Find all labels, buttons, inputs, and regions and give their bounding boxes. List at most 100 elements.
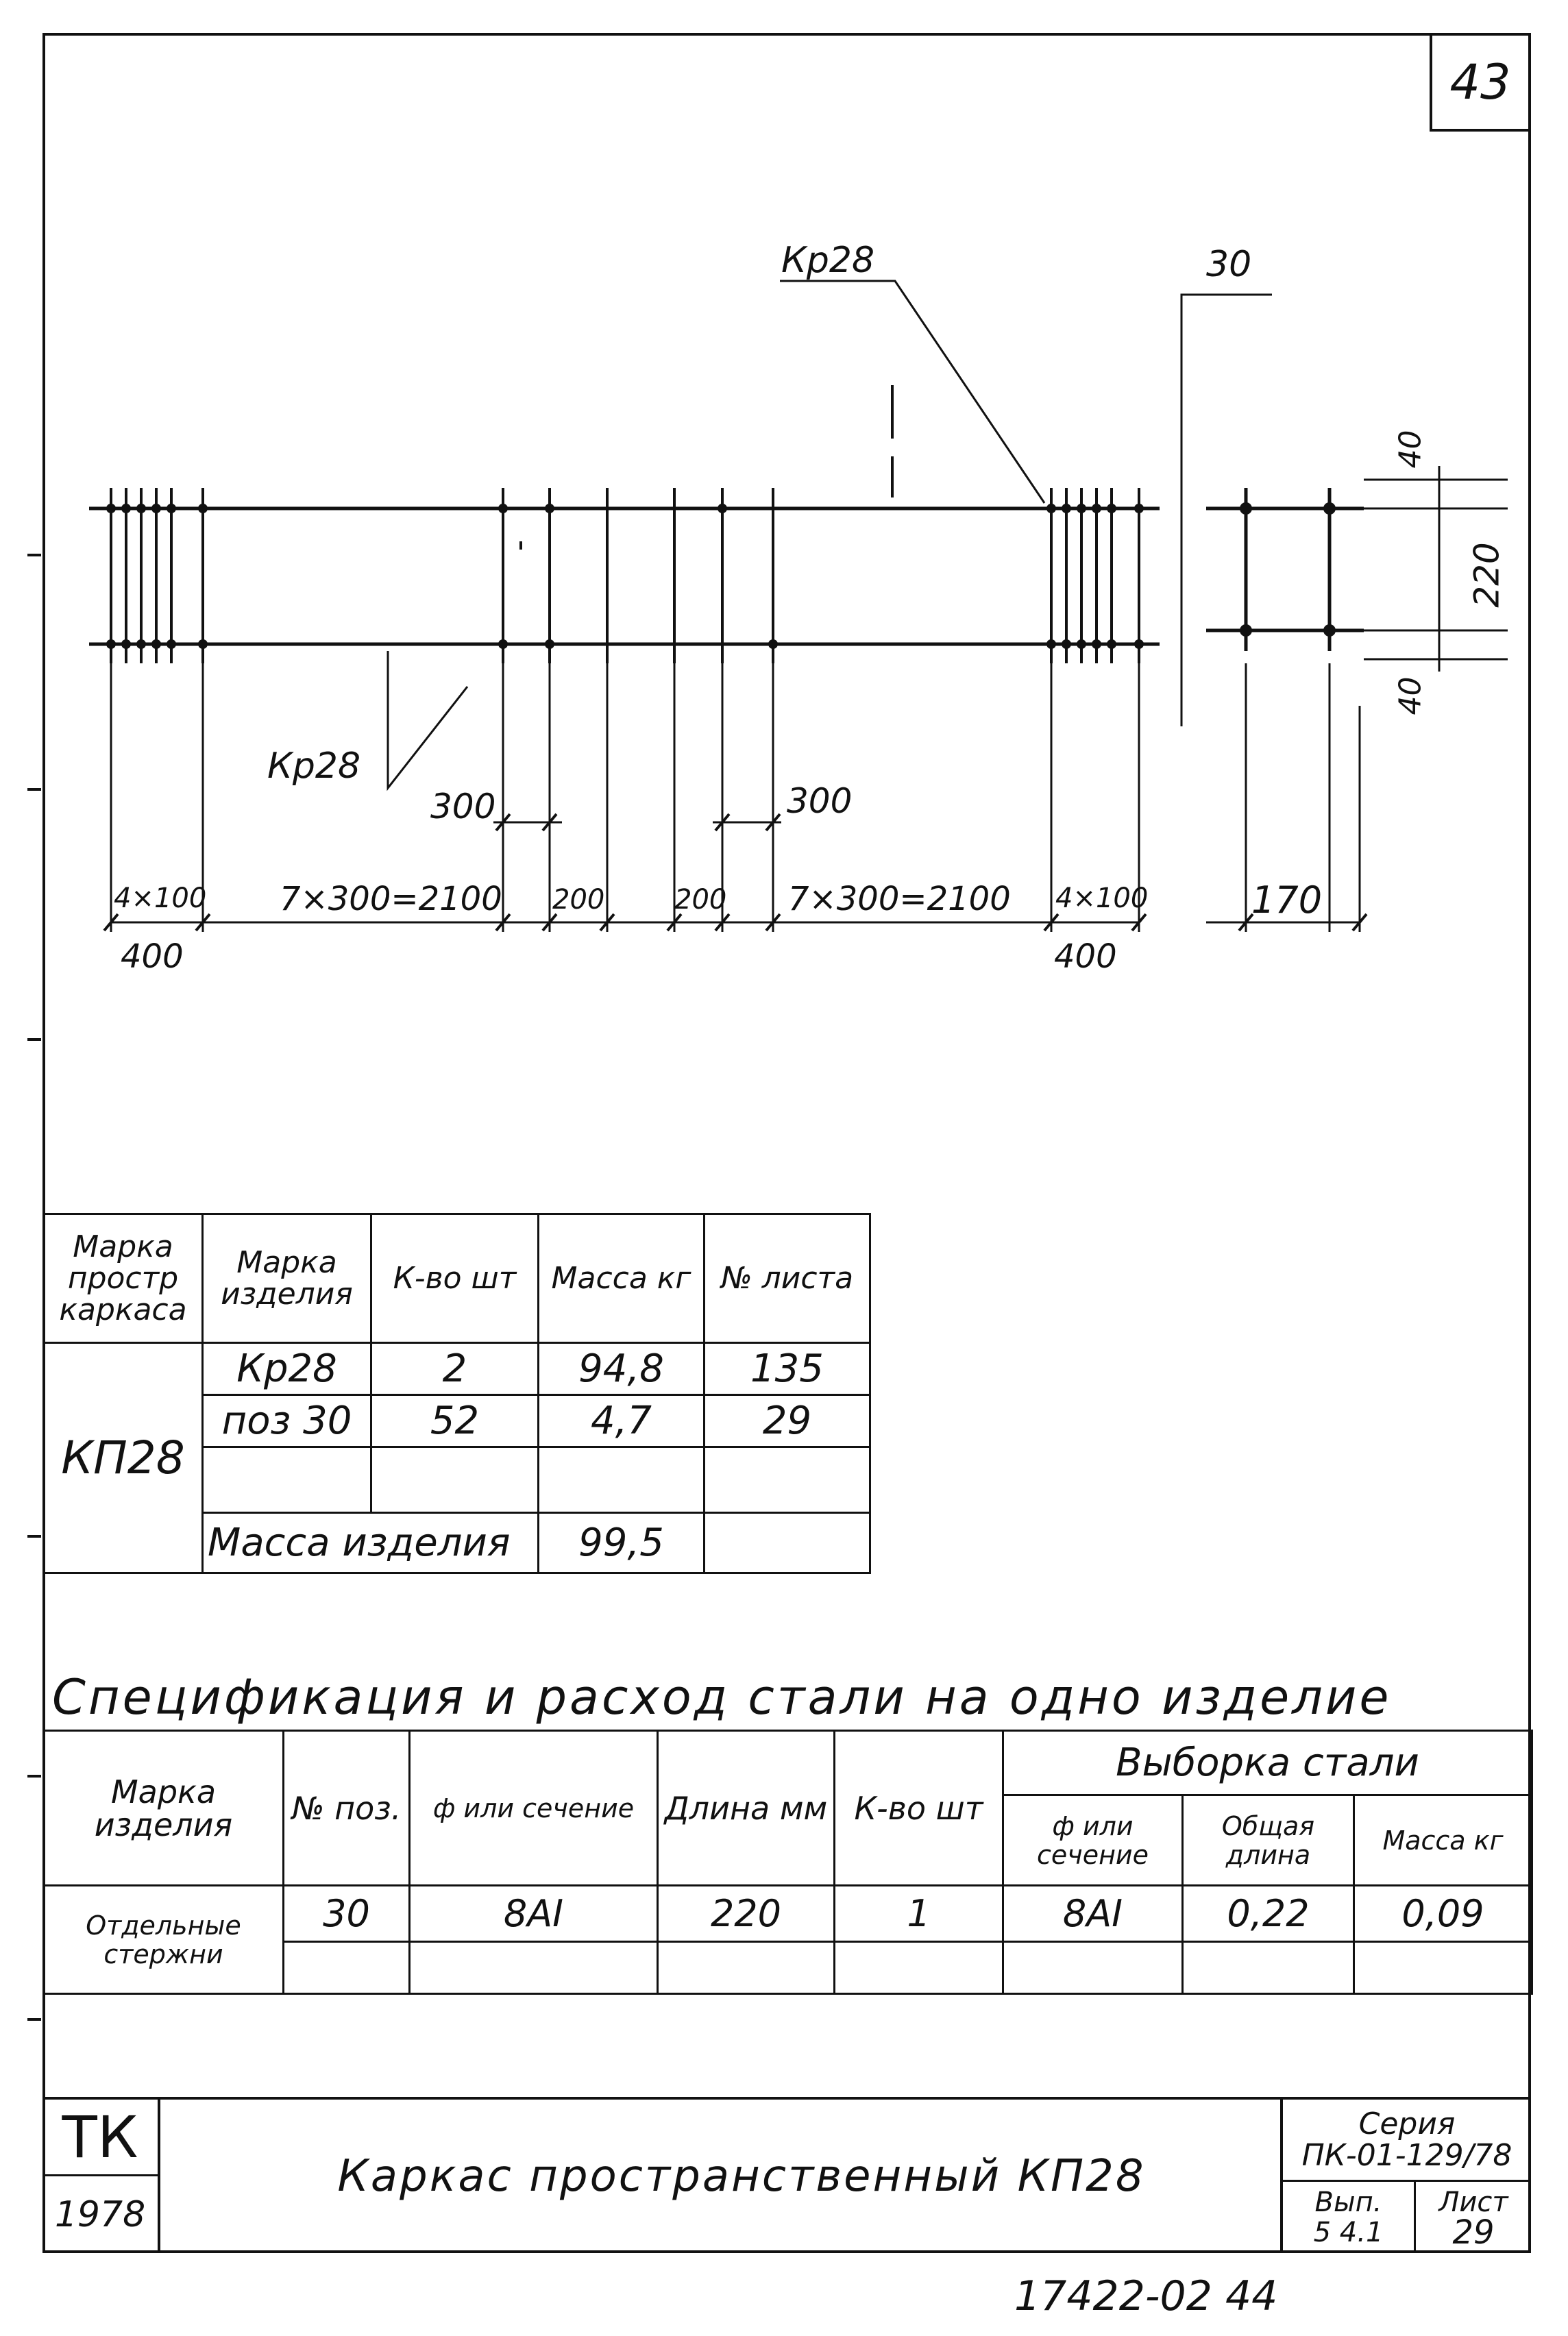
table-cell: 220 (657, 1884, 835, 1943)
table-cell (282, 1941, 411, 1995)
dimension-ticks (103, 813, 1368, 932)
row-label-separate-bars: Отдельные стержни (42, 1884, 284, 1995)
col-item-mark: Марка изделия (201, 1213, 372, 1344)
table-cell: 4,7 (537, 1394, 705, 1448)
cross-section (1206, 488, 1364, 651)
col-frame-mark: Марка простр каркаса (42, 1213, 204, 1344)
series-label: Серия (1358, 2106, 1456, 2141)
col-steel-section: ф или сечение (1002, 1794, 1184, 1886)
org-cell: ТК (42, 2100, 160, 2176)
table-cell: поз 30 (201, 1394, 372, 1448)
col-length: Длина мм (657, 1730, 835, 1886)
series-code: ПК-01-129/78 (1301, 2137, 1512, 2173)
issue-cell: Вып. 5 4.1 (1280, 2182, 1416, 2253)
extension-lines (110, 663, 1361, 932)
spacing-label-left: 300 (430, 787, 496, 826)
sheet-number: 43 (1449, 54, 1511, 110)
col-mass: Масса кг (1352, 1794, 1534, 1886)
table-cell (703, 1446, 871, 1514)
table-cell: 52 (370, 1394, 539, 1448)
table-header-row: Марка простр каркаса Марка изделия К-во … (42, 1213, 871, 1344)
table-cell: 94,8 (537, 1342, 705, 1396)
table-cell: 2 (370, 1342, 539, 1396)
table-cell: 135 (703, 1342, 871, 1396)
dimension-lines (111, 821, 1360, 924)
sheet-frame (42, 33, 1531, 2253)
table-row: поз 30 52 4,7 29 (44, 1394, 871, 1448)
table-cell (1352, 1941, 1534, 1995)
col-mass: Масса кг (537, 1213, 705, 1344)
table-cell (1181, 1941, 1355, 1995)
total-mass-value: 99,5 (537, 1512, 705, 1574)
sheet-cell: Лист 29 (1416, 2182, 1531, 2253)
transverse-bars (110, 488, 1140, 663)
issue-label: Вып. (1314, 2187, 1382, 2218)
col-steel-selection: Выборка стали (1001, 1730, 1534, 1796)
table-cell: 8АI (1002, 1884, 1184, 1943)
dim-section-cover-top: 40 (1393, 430, 1428, 469)
table-total-row: Масса изделия 99,5 (44, 1512, 871, 1574)
dim-7x300-right: 7×300=2100 (788, 880, 1011, 918)
table-cell (408, 1941, 659, 1995)
frame-mark-cell: КП28 (42, 1342, 204, 1574)
section-dimensions (1364, 466, 1508, 672)
spacing-label-right: 300 (787, 781, 853, 821)
specification-table: Марка изделия № поз. ф или сечение Длина… (42, 1730, 1534, 1995)
col-position: № поз. (282, 1730, 411, 1886)
col-quantity: К-во шт (833, 1730, 1004, 1886)
spec-header-row: Марка изделия № поз. ф или сечение Длина… (42, 1730, 1534, 1886)
table-cell: 30 (282, 1884, 411, 1943)
table-row: КП28 Кр28 2 94,8 135 (42, 1342, 871, 1574)
table-cell (657, 1941, 835, 1995)
dim-section-height: 220 (1467, 542, 1507, 608)
drawing-name: Каркас пространственный КП28 (337, 2151, 1146, 2202)
dim-total-right: 400 (1054, 937, 1117, 976)
col-sheet-no: № листа (703, 1213, 871, 1344)
table-cell: Кр28 (201, 1342, 372, 1396)
leaders (387, 280, 1272, 791)
dim-200-left: 200 (552, 884, 605, 915)
dim-section-cover-bottom: 40 (1393, 676, 1428, 715)
archive-stamp: 17422-02 44 (1014, 2272, 1278, 2320)
dim-7x300-left: 7×300=2100 (280, 880, 502, 918)
table-row: Отдельные стержни 30 8АI 220 1 8АI 0,22 … (42, 1884, 1534, 1995)
table-cell (537, 1446, 705, 1514)
sheet-value: 29 (1452, 2213, 1495, 2252)
specification-title: Спецификация и расход стали на одно изде… (52, 1669, 1392, 1725)
table-cell: 8АI (408, 1884, 659, 1943)
table-row (44, 1446, 871, 1514)
table-cell: 0,09 (1352, 1884, 1534, 1943)
table-cell (833, 1941, 1004, 1995)
dim-section-width: 170 (1251, 878, 1323, 922)
year: 1978 (54, 2194, 146, 2235)
dim-200-right: 200 (674, 884, 727, 915)
cage-drawing (89, 280, 1508, 932)
dim-4x100-left: 4×100 (114, 883, 207, 914)
total-mass-label: Масса изделия (201, 1512, 539, 1574)
col-item-mark: Марка изделия (42, 1730, 284, 1886)
callout-cage-bottom: Кр28 (267, 746, 361, 787)
year-cell: 1978 (42, 2176, 160, 2253)
table-cell: 29 (703, 1394, 871, 1448)
weld-points (106, 504, 1144, 649)
dim-total-left: 400 (121, 937, 184, 976)
sheet-label: Лист (1438, 2187, 1508, 2218)
sheet-number-box: 43 (1430, 36, 1528, 132)
spec-subheader-row: ф или сечение Общая длина Масса кг (44, 1794, 1534, 1886)
table-cell: 0,22 (1181, 1884, 1355, 1943)
dim-4x100-right: 4×100 (1055, 883, 1149, 914)
series-cell: Серия ПК-01-129/78 (1280, 2100, 1531, 2182)
table-cell (1002, 1941, 1184, 1995)
col-section: ф или сечение (408, 1730, 659, 1886)
title-block: ТК 1978 Каркас пространственный КП28 Сер… (42, 2097, 1531, 2253)
issue-value: 5 4.1 (1313, 2217, 1384, 2248)
callout-cage-top: Кр28 (781, 240, 875, 281)
org-code: ТК (62, 2103, 138, 2171)
table-cell (703, 1512, 871, 1574)
col-total-length: Общая длина (1181, 1794, 1355, 1886)
col-quantity: К-во шт (370, 1213, 539, 1344)
drawing-name-cell: Каркас пространственный КП28 (160, 2100, 1323, 2253)
table-row (44, 1941, 1534, 1995)
table-cell: 1 (833, 1884, 1004, 1943)
